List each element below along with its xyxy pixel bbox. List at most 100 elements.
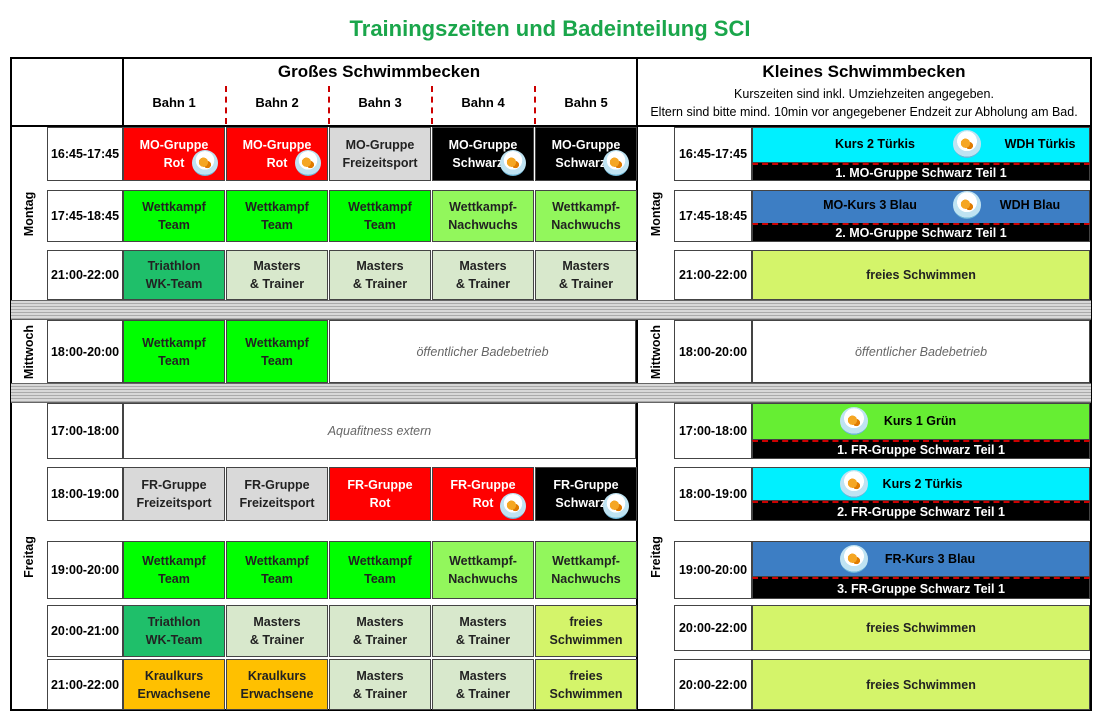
slot-cell: Wettkampf Team	[123, 190, 225, 242]
slot-cell: Kraulkurs Erwachsene	[226, 659, 328, 710]
page-title: Trainingszeiten und Badeinteilung SCI	[349, 16, 751, 41]
slot-cell: Wettkampf- Nachwuchs	[432, 190, 534, 242]
slot-label: Kurs 2 Türkis	[882, 477, 963, 491]
club-logo-icon	[603, 150, 629, 176]
lane-header-1: Bahn 1	[152, 95, 196, 110]
lane-header-2: Bahn 2	[255, 95, 299, 110]
slot-cell: Wettkampf- Nachwuchs	[535, 190, 637, 242]
time-cell: 17:45-18:45	[47, 190, 123, 242]
day-label: Mittwoch	[638, 320, 674, 383]
slot-cell: Masters & Trainer	[432, 605, 534, 657]
slot-cell: Wettkampf- Nachwuchs	[432, 541, 534, 599]
slot-cell: Masters & Trainer	[226, 250, 328, 300]
slot-cell: freies Schwimmen	[752, 659, 1090, 710]
club-logo-icon	[953, 191, 981, 219]
time-cell: 19:00-20:00	[47, 541, 123, 599]
club-logo-icon	[603, 493, 629, 519]
club-logo-icon	[500, 150, 526, 176]
time-cell: 18:00-20:00	[674, 320, 752, 383]
day-label-text: Mittwoch	[649, 324, 664, 379]
day-label-text: Freitag	[22, 535, 36, 578]
swimmer-icon	[958, 135, 976, 153]
day-separator	[11, 300, 1091, 320]
time-cell: 21:00-22:00	[674, 250, 752, 300]
lane-divider	[328, 86, 330, 124]
time-cell: 16:45-17:45	[674, 127, 752, 181]
slot-cell: Masters & Trainer	[432, 659, 534, 710]
day-separator	[11, 383, 1091, 403]
gross-header: Großes Schwimmbecken	[277, 62, 481, 81]
swimmer-icon	[845, 550, 863, 568]
klein-note-2: Eltern sind bitte mind. 10min vor angege…	[650, 105, 1078, 119]
lane-header-4: Bahn 4	[461, 95, 505, 110]
slot-cell: FR-Gruppe Freizeitsport	[226, 467, 328, 521]
slot-cell: 2. FR-Gruppe Schwarz Teil 1	[752, 501, 1090, 521]
slot-cell	[752, 190, 1090, 224]
day-label-text: Montag	[649, 191, 663, 236]
time-cell: 18:00-19:00	[47, 467, 123, 521]
slot-cell: Masters & Trainer	[432, 250, 534, 300]
klein-header: Kleines Schwimmbecken	[762, 62, 966, 81]
slot-cell	[752, 127, 1090, 163]
divider	[122, 57, 124, 127]
slot-cell	[752, 467, 1090, 501]
slot-cell: FR-Gruppe Rot	[329, 467, 431, 521]
time-cell: 17:45-18:45	[674, 190, 752, 242]
time-cell: 17:00-18:00	[47, 403, 123, 459]
swimmer-icon	[608, 498, 624, 514]
day-label: Freitag	[11, 403, 47, 710]
time-cell: 18:00-20:00	[47, 320, 123, 383]
swimmer-icon	[197, 155, 213, 171]
slot-cell	[752, 403, 1090, 440]
lane-divider	[431, 86, 433, 124]
time-cell: 19:00-20:00	[674, 541, 752, 599]
time-cell: 17:00-18:00	[674, 403, 752, 459]
day-label-text: Mittwoch	[22, 324, 37, 379]
slot-cell: Triathlon WK-Team	[123, 605, 225, 657]
slot-cell: FR-Gruppe Freizeitsport	[123, 467, 225, 521]
slot-cell: freies Schwimmen	[752, 250, 1090, 300]
slot-cell: öffentlicher Badebetrieb	[329, 320, 636, 383]
day-label: Montag	[638, 127, 674, 300]
slot-cell: Kraulkurs Erwachsene	[123, 659, 225, 710]
slot-label: Kurs 2 Türkis	[835, 137, 915, 151]
swimmer-icon	[958, 196, 976, 214]
slot-cell: Masters & Trainer	[329, 605, 431, 657]
slot-cell: Wettkampf Team	[329, 190, 431, 242]
slot-cell: Masters & Trainer	[329, 250, 431, 300]
club-logo-icon	[840, 470, 868, 498]
lane-header-3: Bahn 3	[358, 95, 402, 110]
klein-note-1: Kurszeiten sind inkl. Umziehzeiten angeg…	[734, 87, 994, 101]
slot-cell: Triathlon WK-Team	[123, 250, 225, 300]
slot-cell: Wettkampf Team	[226, 320, 328, 383]
club-logo-icon	[295, 150, 321, 176]
slot-cell: 3. FR-Gruppe Schwarz Teil 1	[752, 577, 1090, 599]
time-cell: 21:00-22:00	[47, 659, 123, 710]
club-logo-icon	[192, 150, 218, 176]
slot-cell: Wettkampf Team	[123, 320, 225, 383]
slot-cell: 2. MO-Gruppe Schwarz Teil 1	[752, 223, 1090, 242]
slot-label: Kurs 1 Grün	[883, 414, 957, 428]
lane-divider	[534, 86, 536, 124]
swimmer-icon	[845, 475, 863, 493]
slot-cell: freies Schwimmen	[535, 659, 637, 710]
slot-label: WDH Blau	[999, 198, 1061, 212]
slot-cell: Masters & Trainer	[535, 250, 637, 300]
time-cell: 20:00-22:00	[674, 659, 752, 710]
slot-cell: freies Schwimmen	[752, 605, 1090, 651]
lane-divider	[225, 86, 227, 124]
swimmer-icon	[845, 412, 863, 430]
club-logo-icon	[840, 407, 868, 435]
club-logo-icon	[953, 130, 981, 158]
slot-cell: Wettkampf- Nachwuchs	[535, 541, 637, 599]
slot-label: FR-Kurs 3 Blau	[884, 552, 976, 566]
slot-cell	[752, 541, 1090, 577]
day-label-text: Freitag	[649, 535, 663, 578]
divider	[10, 125, 1092, 127]
slot-cell: Aquafitness extern	[123, 403, 636, 459]
time-cell: 16:45-17:45	[47, 127, 123, 181]
time-cell: 20:00-22:00	[674, 605, 752, 651]
time-cell: 20:00-21:00	[47, 605, 123, 657]
day-label: Montag	[11, 127, 47, 300]
slot-cell: Masters & Trainer	[329, 659, 431, 710]
